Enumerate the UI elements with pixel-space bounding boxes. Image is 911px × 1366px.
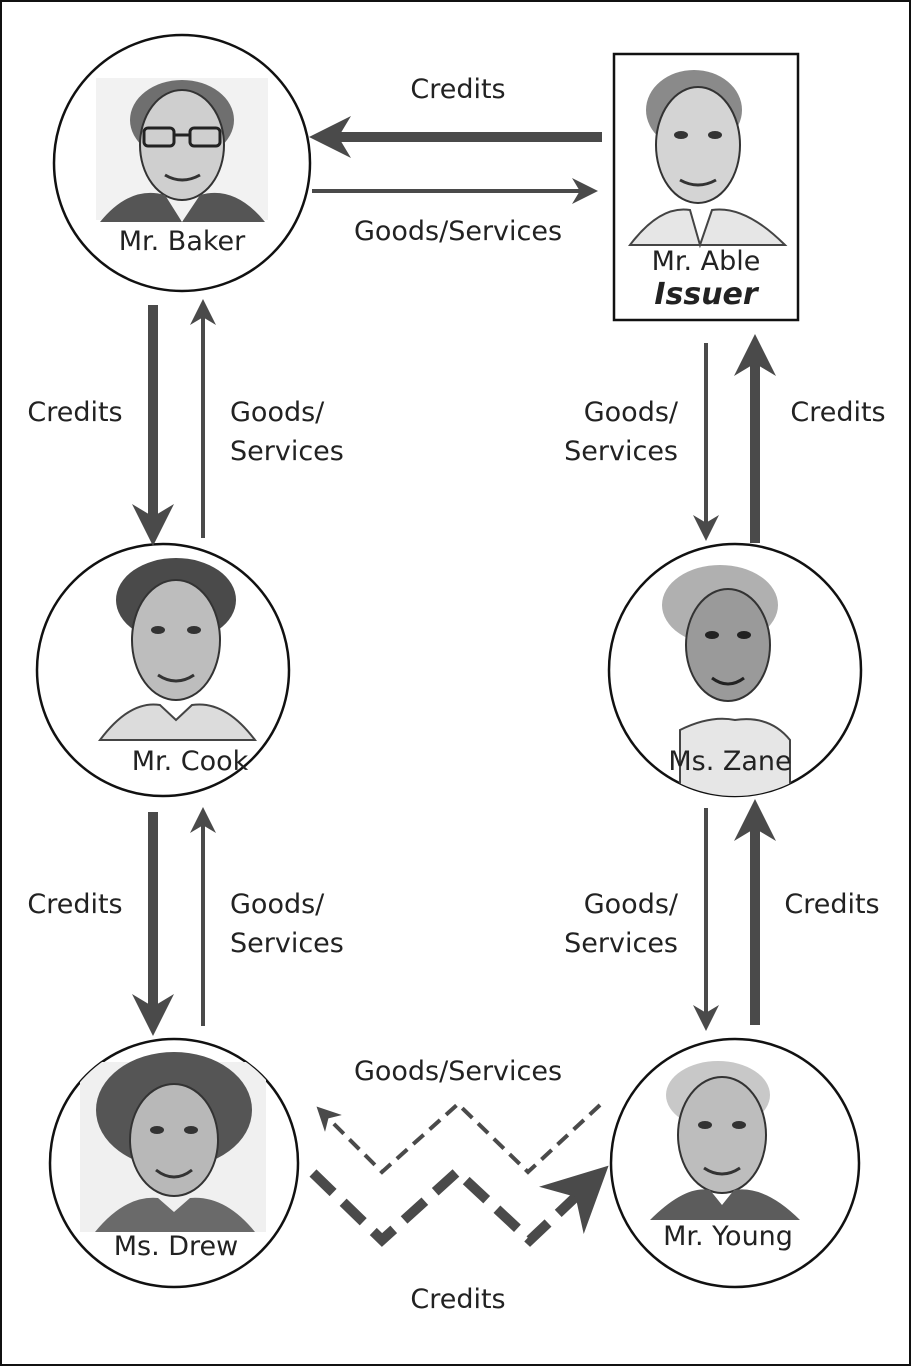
node-drew: Ms. Drew [48,1037,300,1289]
node-drew-name: Ms. Drew [114,1231,239,1262]
label-right2-goods-line2: Services [564,928,678,959]
label-left2-goods-line2: Services [230,928,344,959]
portrait-cook-icon [97,558,258,741]
node-baker: Mr. Baker [52,33,312,293]
node-young-name: Mr. Young [663,1221,793,1252]
label-left2-credits: Credits [27,889,122,920]
portrait-young-icon [650,1061,800,1220]
arrow-credits-drew-to-young [309,1165,609,1247]
label-bottom-goods: Goods/Services [354,1056,562,1087]
label-bottom-credits: Credits [410,1284,505,1315]
portrait-zane-icon [662,565,791,796]
portrait-drew-icon [80,1052,266,1232]
label-right2-goods-line1: Goods/ [584,889,679,920]
label-right1-credits: Credits [790,397,885,428]
portrait-baker-icon [96,78,268,222]
node-able-name: Mr. Able [652,246,761,277]
node-cook: Mr. Cook [35,542,291,798]
portrait-able-icon [627,70,788,249]
arrow-goods-young-to-drew [316,1101,602,1175]
node-baker-name: Mr. Baker [119,226,246,257]
label-left2-goods-line1: Goods/ [230,889,325,920]
node-able-role: Issuer [654,277,760,312]
node-zane: Ms. Zane [607,542,863,798]
node-able: Mr. Able Issuer [612,52,800,322]
label-right1-goods-line1: Goods/ [584,397,679,428]
label-top-goods: Goods/Services [354,216,562,247]
node-cook-name: Mr. Cook [132,746,249,777]
label-right2-credits: Credits [784,889,879,920]
node-zane-name: Ms. Zane [668,746,791,777]
label-top-credits: Credits [410,74,505,105]
label-left1-goods-line2: Services [230,436,344,467]
node-young: Mr. Young [609,1037,861,1289]
label-left1-goods-line1: Goods/ [230,397,325,428]
label-right1-goods-line2: Services [564,436,678,467]
label-left1-credits: Credits [27,397,122,428]
